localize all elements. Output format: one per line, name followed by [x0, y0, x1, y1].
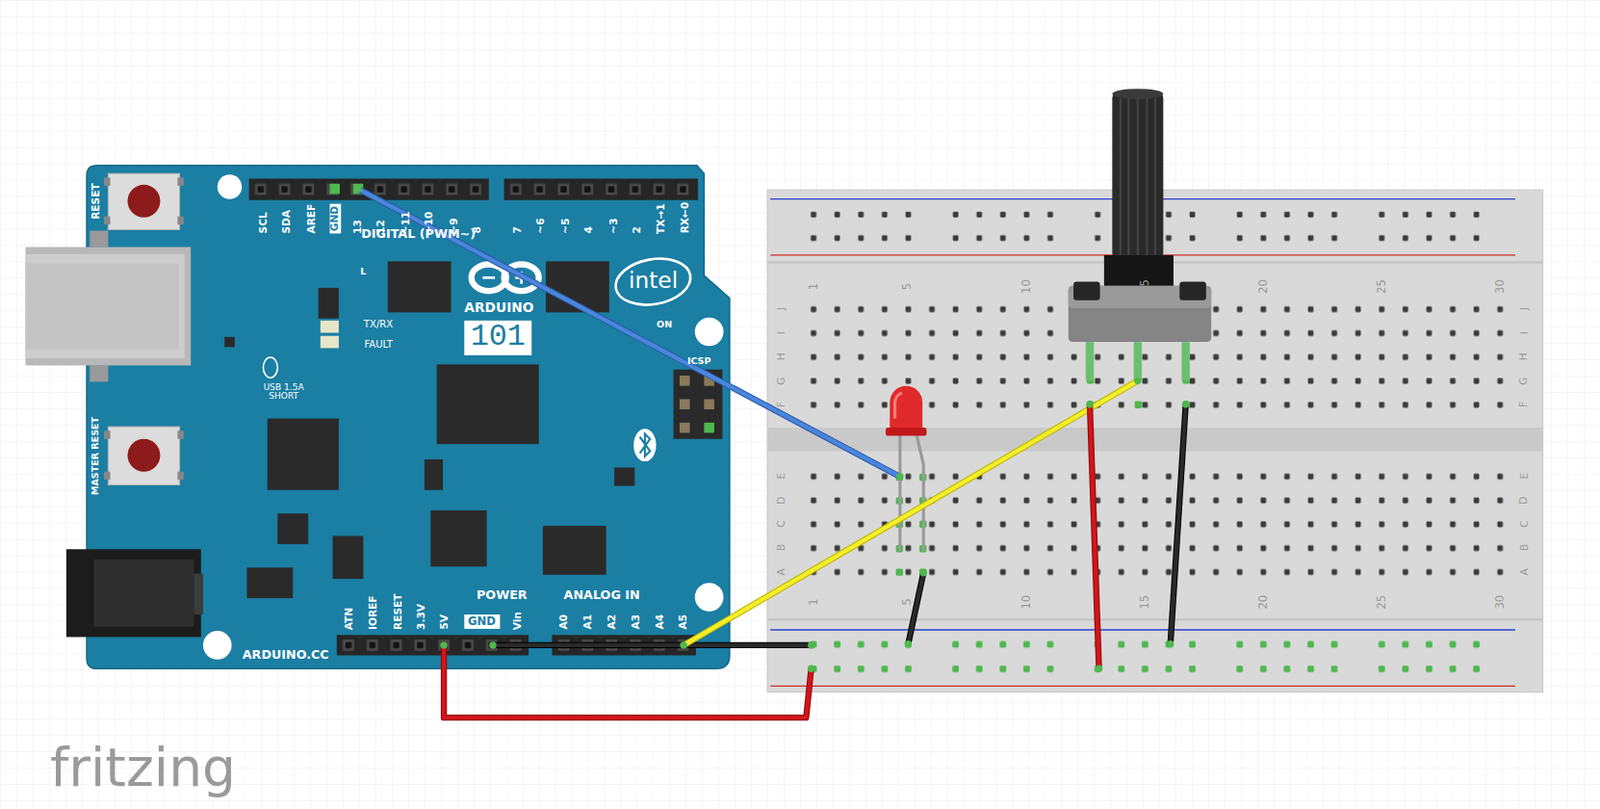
- row-letter: E: [776, 472, 788, 480]
- column-number: 15: [1138, 594, 1151, 610]
- row-letter: A: [775, 567, 787, 575]
- row-letter: H: [1519, 352, 1530, 361]
- website-label: ARDUINO.CC: [242, 647, 330, 661]
- column-number: 25: [1375, 594, 1388, 610]
- button-label: RESET: [90, 182, 102, 220]
- column-number: 1: [807, 283, 820, 290]
- led-label: FAULT: [363, 339, 393, 351]
- model-label: 101: [464, 320, 532, 356]
- column-number: 10: [1020, 594, 1033, 610]
- header-label: POWER: [476, 588, 528, 601]
- row-letter: F: [775, 401, 787, 408]
- column-number: 30: [1494, 594, 1506, 610]
- row-letter: B: [1519, 543, 1530, 551]
- pin-label: 3.3V: [415, 603, 427, 630]
- led-label: ON: [656, 319, 672, 330]
- row-letter: H: [775, 352, 787, 361]
- column-number: 10: [1020, 279, 1033, 294]
- pin-label: A1: [582, 614, 594, 630]
- pin-label: ~3: [608, 217, 620, 233]
- row-letter: D: [1519, 495, 1530, 504]
- row-letter: F: [1519, 401, 1530, 408]
- pin-label: ATN: [343, 606, 355, 629]
- pin-label: GND: [464, 614, 500, 628]
- pin-label: ~6: [535, 217, 546, 233]
- row-letter: I: [1519, 331, 1530, 335]
- row-letter: G: [1519, 376, 1530, 385]
- pin-label: A2: [606, 614, 618, 630]
- row-letter: G: [775, 376, 787, 385]
- row-letter: C: [1519, 519, 1530, 527]
- row-letter: A: [1519, 567, 1530, 575]
- row-letter: C: [775, 519, 787, 527]
- pin-label: RX←0: [679, 202, 691, 234]
- led-label: L: [360, 266, 366, 277]
- pin-label: RESET: [392, 593, 404, 630]
- column-number: 15: [1138, 279, 1151, 294]
- row-letter: D: [775, 495, 787, 504]
- pin-label: IOREF: [367, 594, 379, 630]
- pin-label: 5V: [438, 614, 450, 630]
- header-label: ICSP: [687, 356, 712, 366]
- pin-label: GND: [329, 204, 340, 234]
- pin-label: SDA: [281, 209, 292, 234]
- column-number: 30: [1494, 279, 1506, 294]
- column-number: 20: [1257, 279, 1269, 294]
- row-letter: J: [775, 307, 787, 310]
- pin-label: A5: [677, 614, 689, 630]
- note-label: USB 1.5A SHORT: [257, 382, 310, 401]
- pin-label: Vin: [513, 611, 524, 630]
- header-label: ANALOG IN: [564, 588, 641, 601]
- pin-label: 7: [512, 226, 523, 233]
- row-letter: E: [1519, 472, 1530, 480]
- header-label: DIGITAL (PWM~): [361, 227, 476, 240]
- column-number: 25: [1375, 279, 1388, 294]
- row-letter: I: [775, 331, 787, 335]
- brand-label: ARDUINO: [464, 301, 534, 315]
- pin-label: A4: [654, 614, 666, 630]
- column-number: 20: [1257, 594, 1269, 610]
- brand-label: intel: [628, 267, 678, 291]
- pin-label: 4: [583, 226, 594, 233]
- pin-label: SCL: [258, 211, 269, 233]
- pin-label: ~5: [560, 217, 571, 233]
- button-label: MASTER RESET: [90, 415, 101, 494]
- row-letter: B: [775, 543, 787, 551]
- row-letter: J: [1519, 307, 1530, 310]
- led-label: TX/RX: [363, 319, 393, 331]
- column-number: 5: [902, 283, 914, 290]
- pin-label: A3: [630, 614, 642, 630]
- pin-label: A0: [558, 614, 569, 630]
- pin-label: AREF: [306, 204, 317, 234]
- column-number: 1: [807, 597, 820, 605]
- pin-label: TX→1: [655, 203, 667, 234]
- pin-label: 2: [631, 226, 643, 233]
- watermark: fritzing: [50, 739, 236, 796]
- column-number: 5: [902, 597, 914, 605]
